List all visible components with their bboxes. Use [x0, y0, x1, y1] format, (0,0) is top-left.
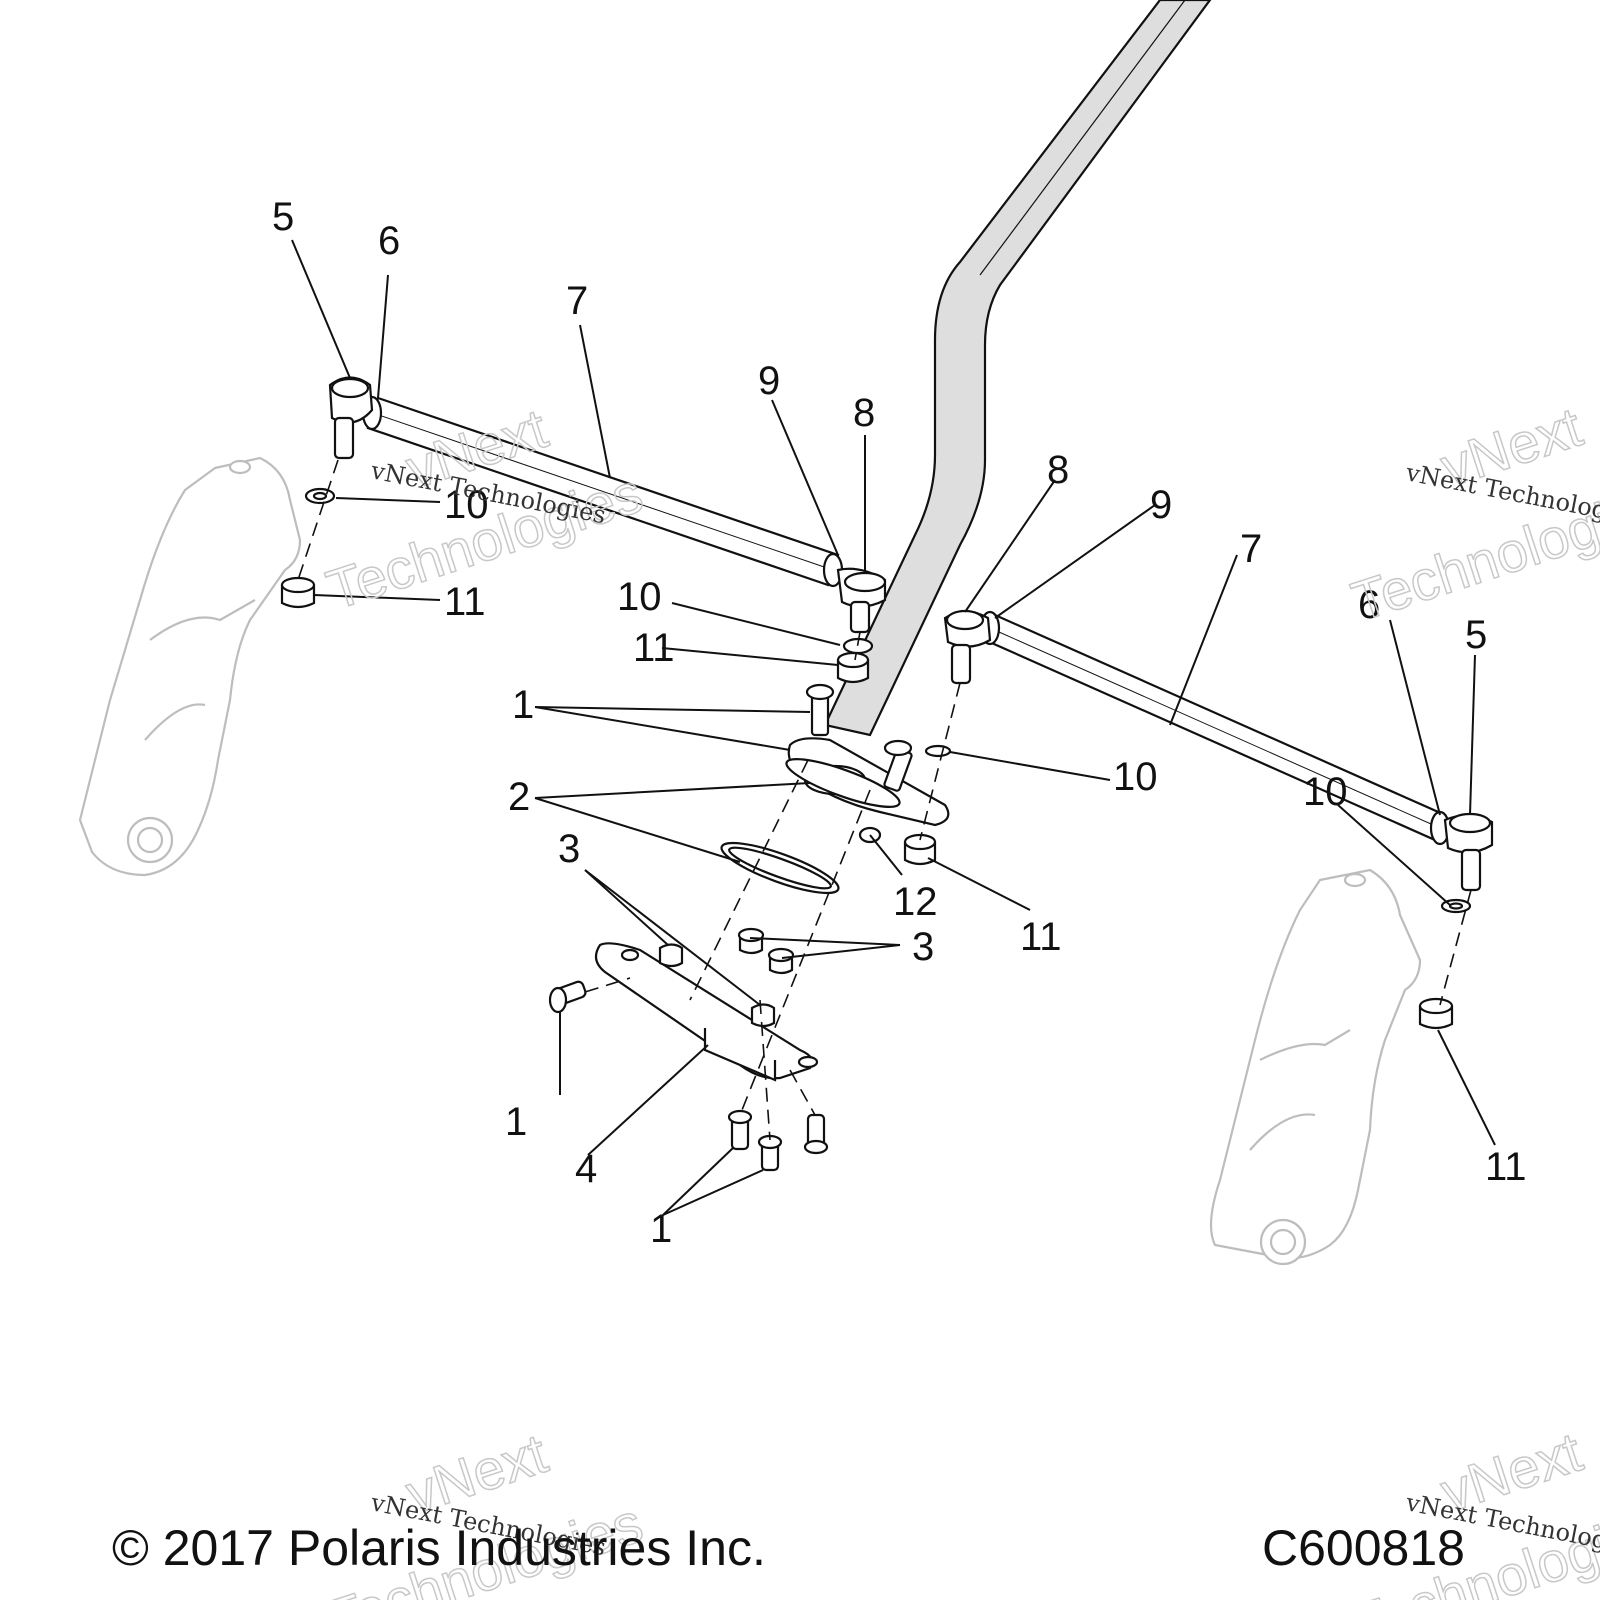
callout-5-right: 5 [1465, 613, 1487, 657]
callout-11-a: 11 [444, 580, 486, 624]
callout-4: 4 [575, 1147, 597, 1191]
callout-10-c: 10 [1113, 755, 1158, 799]
leader-lines [291, 239, 1496, 1216]
left-knuckle-ghost [78, 456, 302, 877]
callout-8-left: 8 [853, 391, 875, 435]
callout-11-c: 11 [1020, 915, 1062, 959]
callout-10-b: 10 [617, 575, 662, 619]
hardware-right [1418, 898, 1472, 1030]
callout-6-right: 6 [1358, 583, 1380, 627]
right-inner-tie-rod-end [943, 609, 992, 685]
callout-1-a: 1 [512, 683, 534, 727]
assembly-lines [297, 459, 1472, 1141]
bearing-rings [720, 758, 901, 895]
hardware-center [658, 637, 952, 1028]
callout-6-left: 6 [378, 219, 400, 263]
callout-7-left: 7 [566, 279, 588, 323]
callout-11-b: 11 [633, 626, 675, 670]
callout-5-left: 5 [272, 195, 294, 239]
callout-7-right: 7 [1240, 527, 1262, 571]
watermark-top-right: vNext Technologies vNext Technologies [1344, 394, 1600, 634]
callout-12: 12 [893, 880, 938, 924]
diagram-code: C600818 [1262, 1520, 1465, 1576]
callout-labels: 5 6 7 9 8 10 11 10 11 1 2 3 12 3 11 1 4 … [272, 195, 1527, 1251]
callout-9-left: 9 [758, 359, 780, 403]
callout-11-d: 11 [1485, 1145, 1527, 1189]
hardware-bolts-lower [548, 980, 829, 1172]
callout-9-right: 9 [1150, 483, 1172, 527]
callout-10-a: 10 [444, 483, 489, 527]
right-outer-tie-rod-end [1443, 812, 1494, 892]
lower-bracket [594, 942, 819, 1082]
right-tie-rod [979, 610, 1451, 846]
callout-10-d: 10 [1303, 770, 1348, 814]
callout-3-a: 3 [558, 827, 580, 871]
copyright-text: © 2017 Polaris Industries Inc. [112, 1520, 766, 1576]
callout-8-right: 8 [1047, 448, 1069, 492]
callout-1-c: 1 [650, 1207, 672, 1251]
callout-3-b: 3 [912, 925, 934, 969]
left-outer-tie-rod-end [328, 376, 374, 460]
left-inner-tie-rod-end [836, 567, 887, 634]
hardware-left [280, 487, 336, 609]
callout-1-b: 1 [505, 1100, 527, 1144]
callout-2: 2 [508, 775, 530, 819]
right-knuckle-ghost [1209, 868, 1422, 1266]
